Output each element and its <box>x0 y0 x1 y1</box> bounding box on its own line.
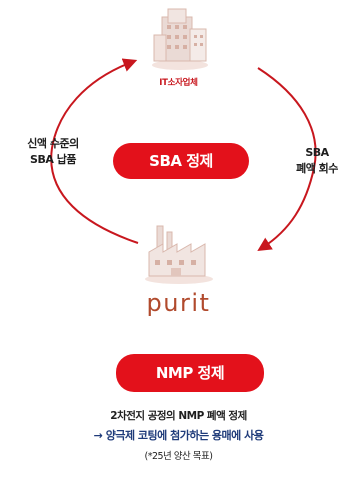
description-line1: 2차전지 공정의 NMP 폐액 정제 <box>110 410 247 422</box>
top-node-label: IT소자업체 <box>159 78 198 88</box>
right-text-line2: 폐액 회수 <box>296 162 338 175</box>
arrow-right-down <box>257 67 317 252</box>
right-text-line1: SBA <box>305 146 329 159</box>
sba-refine-badge: SBA 정제 <box>113 143 249 179</box>
arrow-left-up <box>50 58 139 244</box>
left-text-line1: 신액 수준의 <box>27 137 79 150</box>
left-text: 신액 수준의 SBA 납품 <box>8 136 98 168</box>
factory-icon <box>145 225 213 284</box>
brand-logo-text: purit <box>146 289 211 317</box>
factory-buildings-icon <box>152 8 208 70</box>
left-text-line2: SBA 납품 <box>30 153 76 166</box>
description-line2: → 양극제 코팅에 첨가하는 용매에 사용 <box>93 429 264 442</box>
nmp-refine-badge: NMP 정제 <box>116 354 264 392</box>
description-line3: (*25년 양산 목표) <box>144 451 214 462</box>
right-text: SBA 폐액 회수 <box>282 145 352 177</box>
